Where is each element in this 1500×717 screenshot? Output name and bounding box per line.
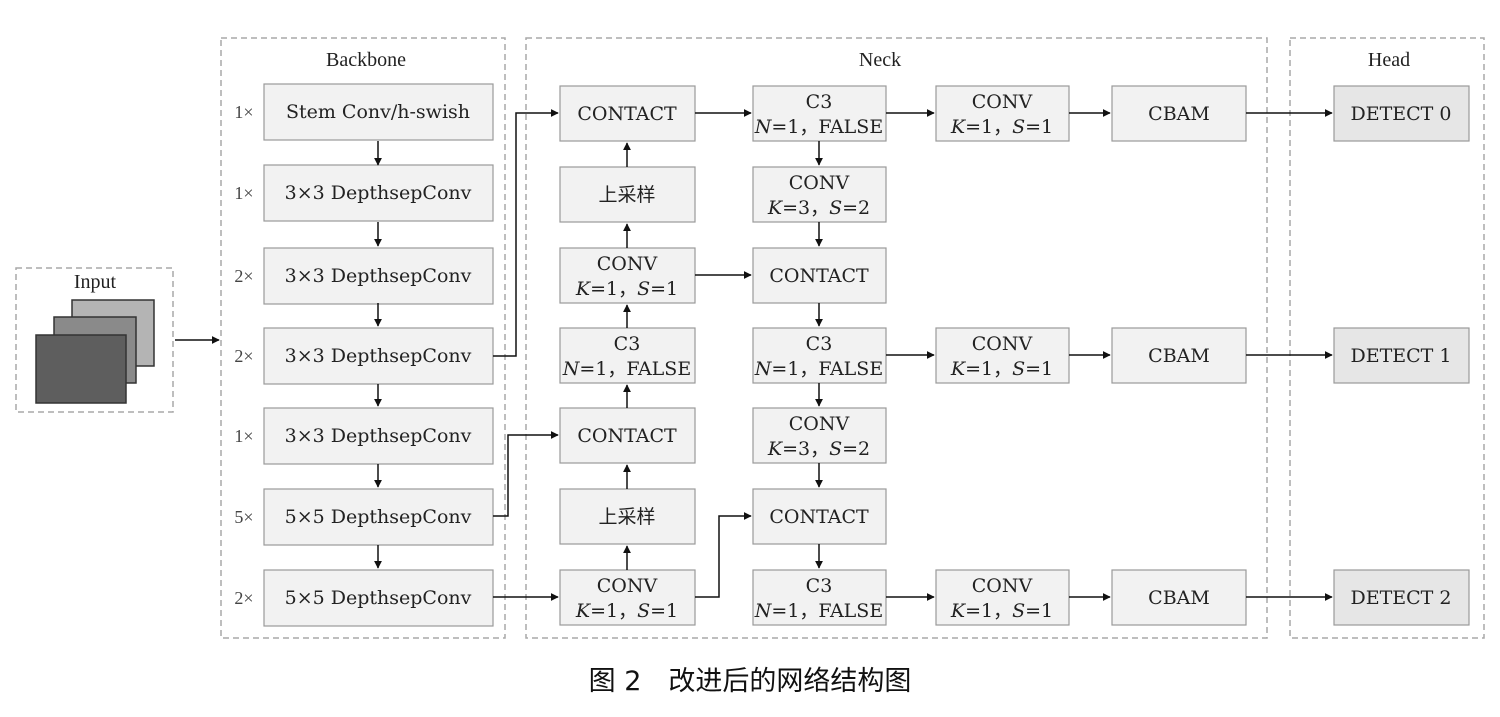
backbone-layer-label: 3×3 DepthsepConv [285,425,472,447]
upsample-1-label: 上采样 [598,184,655,206]
detect-node-0 [1333,85,1470,142]
conv-node-up-2 [559,569,696,626]
neck-title: Neck [859,49,901,71]
contact-c-label: CONTACT [769,265,869,287]
backbone-layer-multiplier: 1× [234,102,253,122]
detect-2-label: DETECT 2 [1351,587,1452,609]
detect-node-2 [1333,569,1470,626]
c3-out-2-title: C3 [806,575,833,597]
conv-out-0-params: K=1，S=1 [950,116,1053,138]
detect-node-1 [1333,327,1470,384]
conv-up-2-title: CONV [597,575,658,597]
c3-out-2-params: N=1，FALSE [754,600,883,622]
backbone-layer-multiplier: 2× [234,266,253,286]
cbam-node-1 [1111,327,1247,384]
conv-down-1-title: CONV [789,172,850,194]
detect-1-label: DETECT 1 [1351,345,1452,367]
c3-out-1-params: N=1，FALSE [754,358,883,380]
conv-out-1-params: K=1，S=1 [950,358,1053,380]
conv-out-2-title: CONV [972,575,1033,597]
conv-out-2-params: K=1，S=1 [950,600,1053,622]
conv-up-1-title: CONV [597,253,658,275]
upsample-node-2 [559,488,696,545]
conv-up-1-params: K=1，S=1 [575,278,678,300]
conv-up-2-params: K=1，S=1 [575,600,678,622]
backbone-layer-node [263,569,494,627]
head-title: Head [1368,49,1410,71]
c3-node-out-1 [752,327,887,384]
contact-b-label: CONTACT [577,425,677,447]
contact-a-label: CONTACT [577,103,677,125]
edge-conv-up-2-to-contact-d [695,512,752,598]
conv-node-down-1 [752,166,887,223]
upsample-2-label: 上采样 [598,506,655,528]
figure-caption: 图 2 改进后的网络结构图 [589,666,912,697]
cbam-1-label: CBAM [1148,345,1210,367]
contact-d-label: CONTACT [769,506,869,528]
edges [175,109,1333,601]
backbone-layer-multiplier: 2× [234,346,253,366]
c3-up-params: N=1，FALSE [562,358,691,380]
edge-backbone-layer6-to-contact-b [493,431,559,517]
cbam-0-label: CBAM [1148,103,1210,125]
conv-node-out-0 [935,85,1070,142]
edge-backbone-layer4-to-contact-a [493,109,559,357]
backbone-layer-multiplier: 2× [234,588,253,608]
conv-node-down-2 [752,407,887,464]
input-image-stack-icon [35,299,155,404]
backbone-title: Backbone [326,49,406,71]
cbam-node-2 [1111,569,1247,626]
conv-out-0-title: CONV [972,91,1033,113]
input-region [15,267,174,413]
detect-0-label: DETECT 0 [1351,103,1452,125]
backbone-layer-label: 3×3 DepthsepConv [285,182,472,204]
backbone-layer-multiplier: 1× [234,183,253,203]
contact-node-d [752,488,887,545]
backbone-layer-label: 3×3 DepthsepConv [285,265,472,287]
backbone-layer-node [263,247,494,305]
head-region [1289,37,1485,639]
c3-out-0-title: C3 [806,91,833,113]
backbone-layer-node [263,327,494,385]
c3-out-0-params: N=1，FALSE [754,116,883,138]
backbone-layer-label: Stem Conv/h-swish [286,101,470,123]
backbone-layer-multiplier: 1× [234,426,253,446]
backbone-layer-multiplier: 5× [234,507,253,527]
conv-out-1-title: CONV [972,333,1033,355]
backbone-layer-label: 3×3 DepthsepConv [285,345,472,367]
contact-node-c [752,247,887,304]
input-title: Input [74,271,117,293]
conv-down-2-title: CONV [789,413,850,435]
c3-up-title: C3 [614,333,641,355]
backbone-layer-label: 5×5 DepthsepConv [285,587,472,609]
backbone-layer-node [263,83,494,141]
conv-down-2-params: K=3，S=2 [767,438,870,460]
conv-node-up-1 [559,247,696,304]
conv-down-1-params: K=3，S=2 [767,197,870,219]
cbam-2-label: CBAM [1148,587,1210,609]
c3-node-up [559,327,696,384]
contact-node-b [559,407,696,464]
conv-node-out-2 [935,569,1070,626]
backbone-layer-label: 5×5 DepthsepConv [285,506,472,528]
c3-node-out-2 [752,569,887,626]
backbone-region [220,37,506,639]
neck-region [525,37,1268,639]
c3-out-1-title: C3 [806,333,833,355]
